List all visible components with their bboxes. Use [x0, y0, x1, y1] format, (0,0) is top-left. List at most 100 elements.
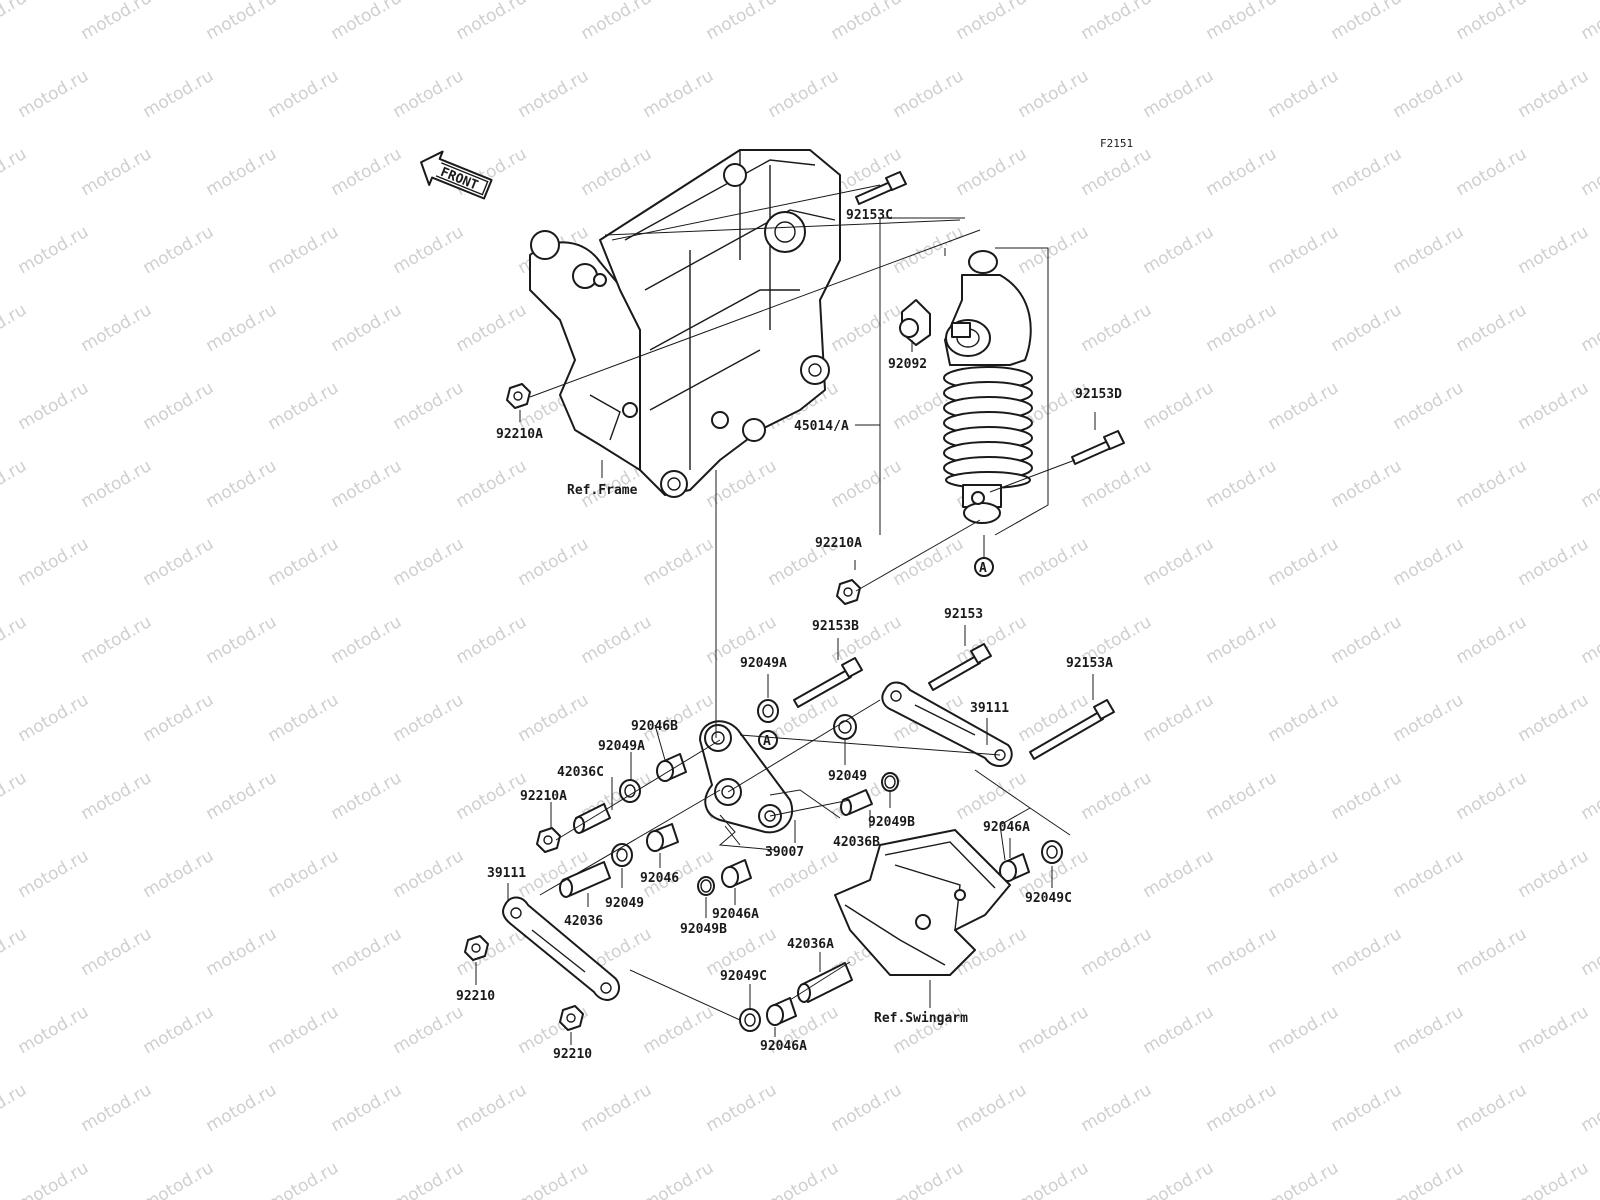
- label-92049C-low: 92049C: [720, 969, 767, 984]
- watermark-text: motod.ru: [203, 612, 281, 668]
- label-42036B: 42036B: [833, 835, 880, 850]
- watermark-text: motod.ru: [265, 66, 343, 122]
- watermark-text: motod.ru: [78, 1080, 156, 1136]
- watermark-text: motod.ru: [1328, 144, 1406, 200]
- watermark-text: motod.ru: [203, 300, 281, 356]
- watermark-text: motod.ru: [828, 456, 906, 512]
- watermark-text: motod.ru: [1515, 1002, 1593, 1058]
- ref-marker-A-upper: A: [974, 557, 994, 577]
- front-arrow-icon: FRONT: [420, 150, 493, 200]
- watermark-text: motod.ru: [1578, 768, 1600, 824]
- watermark-text: motod.ru: [890, 534, 968, 590]
- watermark-text: motod.ru: [1203, 924, 1281, 980]
- watermark-text: motod.ru: [1328, 300, 1406, 356]
- watermark-text: motod.ru: [1078, 1080, 1156, 1136]
- watermark-text: motod.ru: [203, 0, 281, 44]
- tie-rod-39111-left: [502, 896, 621, 1001]
- label-92153: 92153: [944, 607, 983, 622]
- label-92210A-low: 92210A: [520, 789, 567, 804]
- swingarm-part: [834, 829, 1011, 976]
- watermark-text: motod.ru: [1390, 66, 1468, 122]
- tie-rod-39111-right: [881, 681, 1013, 767]
- watermark-text: motod.ru: [390, 378, 468, 434]
- watermark-text: motod.ru: [1578, 612, 1600, 668]
- coil-spring: [943, 366, 1033, 480]
- part-labels: 92153C 92092 45014/A 92153D 92210A Ref.F…: [456, 208, 1122, 1062]
- watermark-text: motod.ru: [78, 612, 156, 668]
- watermark-text: motod.ru: [1515, 1158, 1593, 1200]
- watermark-text: motod.ru: [1203, 144, 1281, 200]
- watermark-text: motod.ru: [578, 1080, 656, 1136]
- bearing-92046-part: [646, 823, 679, 852]
- watermark-text: motod.ru: [0, 0, 30, 44]
- ring-92049B-low: [697, 876, 715, 896]
- watermark-text: motod.ru: [640, 1158, 718, 1200]
- watermark-text: motod.ru: [578, 0, 656, 44]
- watermark-text: motod.ru: [265, 846, 343, 902]
- watermark-text: motod.ru: [328, 1080, 406, 1136]
- watermark-text: motod.ru: [0, 144, 30, 200]
- watermark-text: motod.ru: [1203, 1080, 1281, 1136]
- watermark-text: motod.ru: [1390, 222, 1468, 278]
- watermark-text: motod.ru: [703, 0, 781, 44]
- label-92046B: 92046B: [631, 719, 678, 734]
- watermark-text: motod.ru: [578, 144, 656, 200]
- watermark-text: motod.ru: [640, 1002, 718, 1058]
- watermark-text: motod.ru: [1328, 1080, 1406, 1136]
- bolt-92153-part: [928, 643, 992, 691]
- watermark-text: motod.ru: [78, 0, 156, 44]
- watermark-text: motod.ru: [453, 612, 531, 668]
- label-92049A-top: 92049A: [740, 656, 787, 671]
- label-45014-a: 45014/A: [794, 419, 849, 434]
- shock-assembly-bracket: [855, 217, 1049, 558]
- watermark-text: motod.ru: [1140, 534, 1218, 590]
- watermark-text: motod.ru: [203, 768, 281, 824]
- watermark-text: motod.ru: [953, 1080, 1031, 1136]
- watermark-text: motod.ru: [1390, 1158, 1468, 1200]
- label-92046: 92046: [640, 871, 679, 886]
- watermark-text: motod.ru: [1390, 534, 1468, 590]
- watermark-text: motod.ru: [1453, 0, 1531, 44]
- watermark-text: motod.ru: [1453, 612, 1531, 668]
- watermark-text: motod.ru: [265, 222, 343, 278]
- watermark-text: motod.ru: [0, 300, 30, 356]
- watermark-text: motod.ru: [1453, 924, 1531, 980]
- watermark-text: motod.ru: [0, 612, 30, 668]
- seal-92049A-left: [619, 779, 641, 803]
- watermark-text: motod.ru: [203, 924, 281, 980]
- watermark-text: motod.ru: [140, 1002, 218, 1058]
- leader-lines: [475, 184, 1096, 1045]
- watermark-text: motod.ru: [328, 456, 406, 512]
- watermark-text: motod.ru: [203, 1080, 281, 1136]
- watermark-text: motod.ru: [1203, 456, 1281, 512]
- label-42036A: 42036A: [787, 937, 834, 952]
- watermark-text: motod.ru: [1578, 144, 1600, 200]
- watermark-text: motod.ru: [390, 690, 468, 746]
- seal-92049C-right: [1041, 840, 1063, 864]
- watermark-text: motod.ru: [1328, 924, 1406, 980]
- watermark-text: motod.ru: [78, 456, 156, 512]
- diagram-code: F2151: [1100, 137, 1133, 150]
- watermark-text: motod.ru: [78, 144, 156, 200]
- nut-92210-a: [464, 935, 489, 961]
- watermark-text: motod.ru: [453, 768, 531, 824]
- watermark-text: motod.ru: [1578, 0, 1600, 44]
- watermark-text: motod.ru: [1015, 1002, 1093, 1058]
- watermark-text: motod.ru: [390, 1002, 468, 1058]
- collar-92092-part: [899, 299, 931, 346]
- nut-92210-b: [559, 1005, 584, 1031]
- watermark-text: motod.ru: [1515, 66, 1593, 122]
- watermark-text: motod.ru: [1140, 222, 1218, 278]
- label-39111-right: 39111: [970, 701, 1009, 716]
- watermark-text: motod.ru: [1203, 768, 1281, 824]
- watermark-text: motod.ru: [453, 300, 531, 356]
- watermark-text: motod.ru: [1328, 456, 1406, 512]
- watermark-text: motod.ru: [15, 534, 93, 590]
- watermark-text: motod.ru: [265, 690, 343, 746]
- watermark-text: motod.ru: [140, 66, 218, 122]
- watermark-text: motod.ru: [515, 66, 593, 122]
- rocker-arm-39007-part: [699, 720, 793, 834]
- nut-92210A-top: [506, 383, 531, 409]
